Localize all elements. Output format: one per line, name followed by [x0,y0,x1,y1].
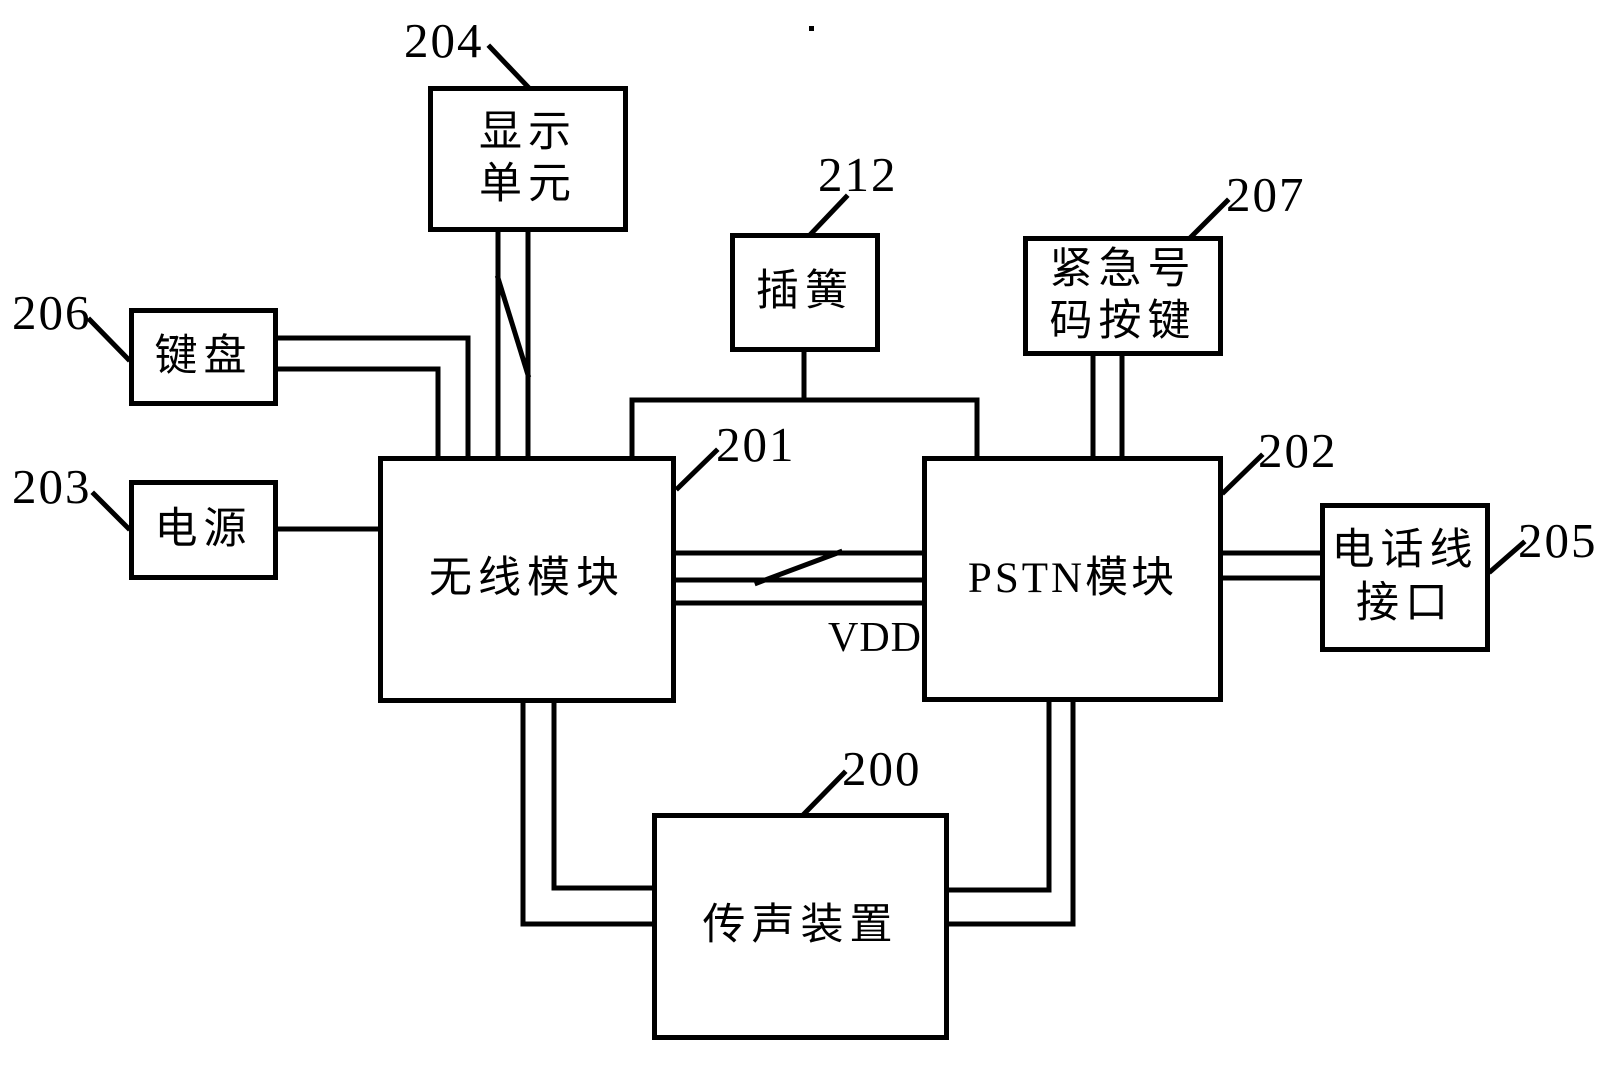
ref-number-204: 204 [404,13,484,68]
display-unit-block: 显示 单元 [428,86,628,232]
leader-line-212 [803,193,850,242]
leader-line-204 [486,43,533,92]
bus-slash-wireless-pstn [753,548,844,587]
leader-line-202 [1220,452,1265,496]
ref-number-205: 205 [1518,513,1598,568]
sound-transmission-device-block: 传声装置 [652,813,949,1040]
power-label: 电源 [154,505,253,553]
leader-line-207 [1185,197,1231,243]
ref-number-207: 207 [1226,167,1306,222]
leader-line-203 [90,490,132,532]
pstn-module-label: PSTN模块 [967,554,1178,602]
phone-line-interface-block: 电话线 接口 [1320,503,1490,652]
leader-line-201 [674,447,720,492]
display-unit-label-line1: 显示 [479,108,577,156]
ref-number-200: 200 [842,741,922,796]
display-unit-label-line2: 单元 [479,161,577,208]
ref-number-201: 201 [716,417,796,472]
print-artifact-dot [809,26,814,31]
vdd-annotation: VDD [828,615,922,661]
keyboard-label: 键盘 [154,332,253,380]
phone-interface-label-line2: 接口 [1356,579,1454,627]
leader-line-206 [86,316,132,363]
ref-number-203: 203 [12,459,92,514]
emergency-button-label-line1: 紧急号 [1049,245,1197,293]
bus-slash-display-wireless [494,274,532,379]
plug-spring-label: 插簧 [756,268,854,316]
ref-number-206: 206 [12,285,92,340]
ref-number-202: 202 [1258,423,1338,478]
emergency-number-button-block: 紧急号 码按键 [1023,236,1223,356]
keyboard-block: 键盘 [129,308,278,406]
ref-number-212: 212 [818,147,898,202]
phone-interface-label-line1: 电话线 [1331,527,1479,575]
wireless-module-label: 无线模块 [429,555,625,603]
wireless-module-block: 无线模块 [378,456,676,703]
pstn-module-block: PSTN模块 [922,456,1223,702]
emergency-button-label-line2: 码按键 [1049,298,1197,345]
sound-device-label: 传声装置 [702,902,899,950]
power-supply-block: 电源 [129,480,278,580]
plug-spring-block: 插簧 [730,233,880,352]
leader-line-200 [800,769,848,818]
leader-line-205 [1487,539,1527,575]
